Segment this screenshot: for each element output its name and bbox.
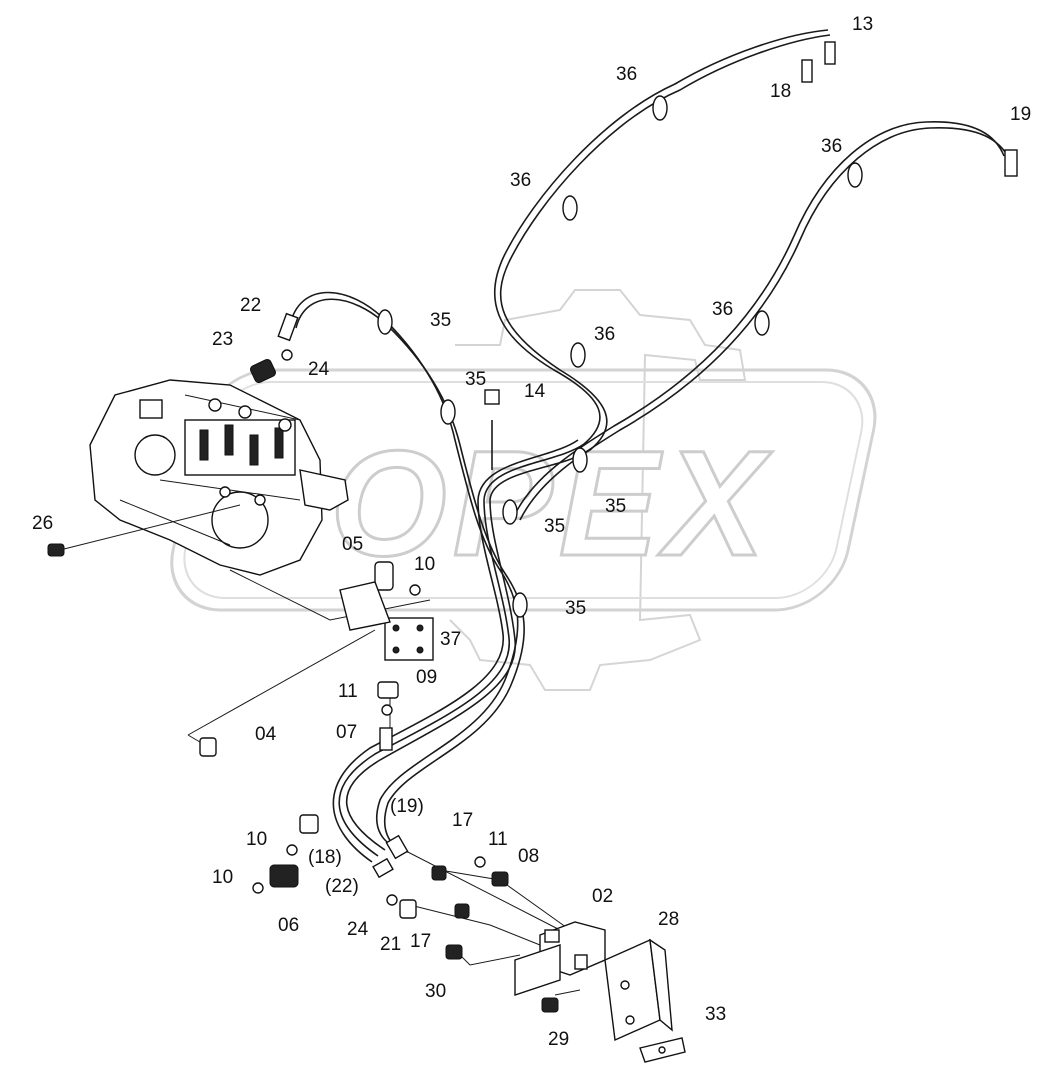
fittings xyxy=(47,41,1018,1013)
callout-10: 10 xyxy=(212,867,233,888)
callout-35: 35 xyxy=(565,598,586,619)
callout-08: 08 xyxy=(518,846,539,867)
callout-26: 26 xyxy=(32,513,53,534)
callout-22: 22 xyxy=(240,295,261,316)
callout-10: 10 xyxy=(246,829,267,850)
callout-19: 19 xyxy=(1010,104,1031,125)
callout-06: 06 xyxy=(278,915,299,936)
callout-17: 17 xyxy=(410,931,431,952)
callout-07: 07 xyxy=(336,722,357,743)
callout-36: 36 xyxy=(616,64,637,85)
callout-24: 24 xyxy=(347,919,369,940)
callout-35: 35 xyxy=(605,496,626,517)
bracket xyxy=(604,938,686,1063)
callout-17: 17 xyxy=(452,810,473,831)
callout-18: 18 xyxy=(770,81,791,102)
watermark-logo: OPEX xyxy=(170,289,877,691)
callout-36: 36 xyxy=(712,299,733,320)
callout-10: 10 xyxy=(414,554,435,575)
callout-11: 11 xyxy=(488,829,508,850)
callout-22-ref: (22) xyxy=(325,876,359,897)
callout-11: 11 xyxy=(338,681,358,702)
callout-35: 35 xyxy=(544,516,565,537)
callout-35: 35 xyxy=(465,369,486,390)
callout-29: 29 xyxy=(548,1029,569,1050)
callout-24: 24 xyxy=(308,359,330,380)
callout-30: 30 xyxy=(425,981,446,1002)
callout-23: 23 xyxy=(212,329,233,350)
callout-36: 36 xyxy=(594,324,615,345)
callout-37: 37 xyxy=(440,629,461,650)
callout-labels: 13 18 19 36 36 36 36 36 22 23 24 35 35 1… xyxy=(32,14,1031,1050)
callout-36: 36 xyxy=(510,170,531,191)
callout-36: 36 xyxy=(821,136,842,157)
callout-14: 14 xyxy=(524,381,546,402)
watermark-text: OPEX xyxy=(330,419,773,587)
callout-18-ref: (18) xyxy=(308,847,342,868)
callout-19-ref: (19) xyxy=(390,796,424,817)
solenoid-valve xyxy=(514,921,606,996)
callout-13: 13 xyxy=(852,14,873,35)
callout-04: 04 xyxy=(255,724,277,745)
callout-05: 05 xyxy=(342,534,363,555)
callout-35: 35 xyxy=(430,310,451,331)
callout-33: 33 xyxy=(705,1004,726,1025)
callout-02: 02 xyxy=(592,886,613,907)
callout-21: 21 xyxy=(380,934,401,955)
hydraulic-pump xyxy=(89,379,349,576)
callout-09: 09 xyxy=(416,667,437,688)
callout-28: 28 xyxy=(658,909,679,930)
